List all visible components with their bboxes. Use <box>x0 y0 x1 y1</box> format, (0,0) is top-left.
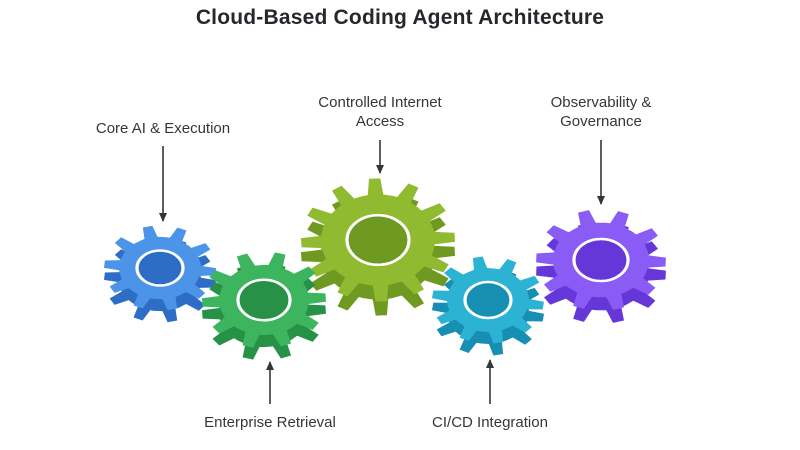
label-cicd-integration: CI/CD Integration <box>432 414 548 431</box>
label-observability-governance: Observability & Governance <box>550 94 652 130</box>
page-title: Cloud-Based Coding Agent Architecture <box>195 6 605 29</box>
gear-core-ai-execution <box>104 225 216 323</box>
gear-observability-governance <box>536 210 666 323</box>
label-enterprise-retrieval: Enterprise Retrieval <box>204 414 336 431</box>
arrow-group <box>159 140 605 404</box>
gear-layer <box>104 178 666 360</box>
label-core-ai-execution: Core AI & Execution <box>95 120 231 137</box>
gear-cicd-integration <box>432 256 544 356</box>
label-controlled-internet-access: Controlled Internet Access <box>318 94 442 130</box>
gear-controlled-internet-access <box>301 178 455 316</box>
gear-enterprise-retrieval <box>202 252 326 360</box>
